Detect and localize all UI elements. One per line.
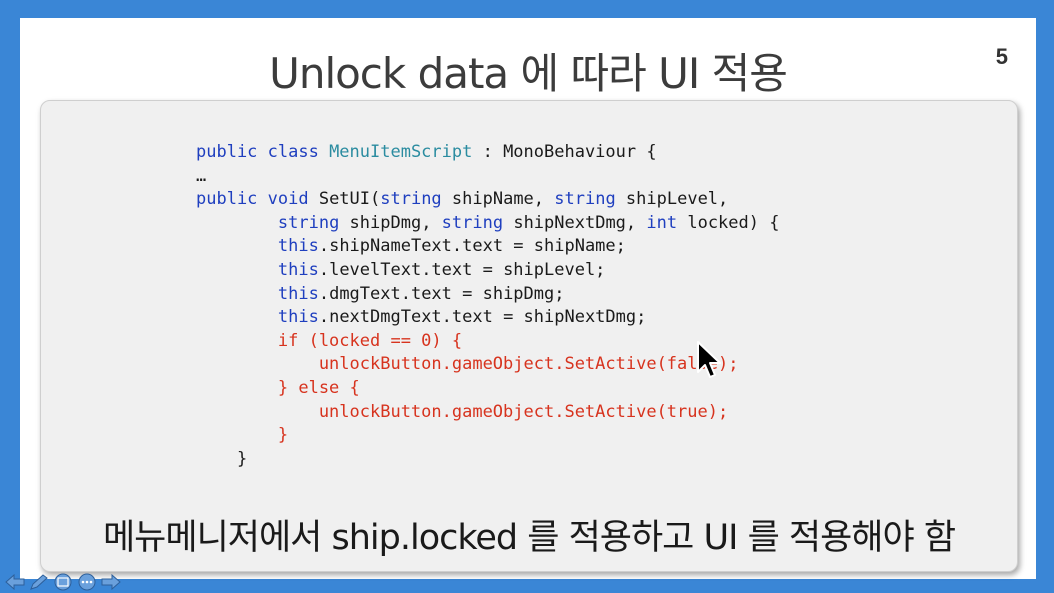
code-line: unlockButton.gameObject.SetActive(true); (196, 401, 779, 425)
code-token: public class (196, 142, 330, 162)
code-token: if (locked == 0) { (196, 330, 463, 351)
code-line: } else { (196, 377, 779, 401)
mouse-pointer-icon (697, 341, 721, 378)
code-line: } (196, 424, 779, 448)
slide-title: Unlock data 에 따라 UI 적용 (269, 49, 788, 98)
code-token: .shipNameText.text = shipName; (318, 236, 626, 257)
pen-icon (30, 574, 48, 590)
slide-caption: 메뉴메니저에서 ship.locked 를 적용하고 UI 를 적용해야 함 (102, 518, 956, 558)
code-token: locked) { (677, 212, 780, 233)
previous-slide-button[interactable] (4, 572, 26, 592)
code-line: … (196, 165, 779, 189)
code-token (196, 260, 278, 280)
code-token (196, 236, 278, 256)
slides-menu-button[interactable] (52, 572, 74, 592)
code-token: string (441, 212, 504, 233)
code-token (196, 284, 278, 304)
code-line: string shipDmg, string shipNextDmg, int … (196, 212, 780, 236)
code-token: shipNextDmg, (503, 212, 647, 233)
code-token: string (277, 212, 340, 233)
code-token (196, 307, 278, 327)
code-line: this.dmgText.text = shipDmg; (196, 283, 779, 307)
code-token: SetUI( (318, 189, 381, 210)
next-slide-button[interactable] (100, 572, 122, 592)
slideshow-nav-bar (0, 571, 144, 593)
code-line: this.shipNameText.text = shipName; (196, 235, 779, 259)
code-token: } (196, 448, 248, 469)
code-token: this (277, 259, 319, 280)
code-token: unlockButton.gameObject.SetActive(false)… (196, 354, 739, 375)
code-token: : MonoBehaviour { (472, 142, 657, 162)
code-token: shipLevel, (615, 189, 729, 210)
page-number: 5 (995, 44, 1008, 69)
code-token: this (277, 307, 319, 328)
slides-icon (54, 573, 72, 591)
more-options-button[interactable] (76, 572, 98, 592)
code-token: int (646, 212, 678, 233)
code-token: .dmgText.text = shipDmg; (318, 283, 565, 304)
code-token: shipName, (441, 189, 555, 210)
code-line: public class MenuItemScript : MonoBehavi… (196, 141, 779, 165)
code-line: this.levelText.text = shipLevel; (196, 259, 779, 283)
code-token: … (196, 165, 207, 186)
code-token: } else { (196, 377, 360, 398)
code-panel: public class MenuItemScript : MonoBehavi… (40, 100, 1018, 572)
code-line: this.nextDmgText.text = shipNextDmg; (196, 306, 779, 330)
code-line: if (locked == 0) { (196, 330, 779, 354)
slide: Unlock data 에 따라 UI 적용 5 public class Me… (20, 18, 1036, 579)
more-icon (78, 573, 96, 591)
code-token: this (277, 283, 319, 304)
code-line: public void SetUI(string shipName, strin… (196, 188, 779, 212)
code-token: this (277, 236, 319, 257)
code-line: unlockButton.gameObject.SetActive(false)… (196, 353, 779, 377)
code-token: .levelText.text = shipLevel; (318, 259, 606, 280)
code-token: public void (196, 189, 319, 210)
code-token: string (380, 189, 442, 210)
arrow-left-icon (5, 574, 25, 590)
arrow-right-icon (101, 574, 121, 590)
code-token: shipDmg, (339, 212, 442, 233)
code-token: .nextDmgText.text = shipNextDmg; (318, 307, 647, 328)
code-token (196, 213, 278, 233)
pen-tool-button[interactable] (28, 572, 50, 592)
code-token: } (196, 425, 289, 446)
code-token: MenuItemScript (329, 142, 473, 162)
code-token: unlockButton.gameObject.SetActive(true); (196, 401, 729, 422)
code-line: } (196, 448, 779, 472)
code-token: string (554, 189, 616, 210)
code-block: public class MenuItemScript : MonoBehavi… (196, 141, 779, 471)
